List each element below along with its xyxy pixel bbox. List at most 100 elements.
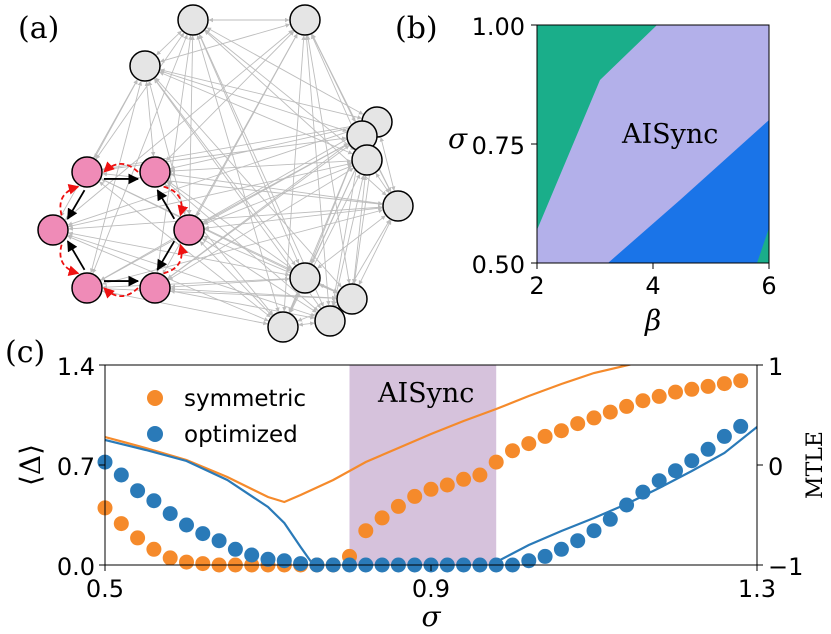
region-green: [537, 25, 657, 230]
legend-marker-optimized: [147, 426, 163, 442]
panel-a: (a): [18, 4, 414, 343]
network-edges: [60, 17, 396, 327]
network-edge: [67, 234, 316, 317]
point-symmetric: [602, 404, 618, 420]
panel-b: (b) AISync 1.00 0.75 0.50 σ 2 4 6 β: [395, 11, 777, 337]
c-xtick-label: 0.5: [86, 575, 124, 603]
motif-edge-black: [156, 189, 176, 220]
network-node-gray: [177, 4, 209, 36]
network-node-gray: [382, 190, 414, 222]
c-ylabel-right: MTLE: [803, 431, 828, 499]
point-optimized: [113, 467, 129, 483]
motif-edge-red: [163, 243, 189, 275]
mtle-line-symmetric: [105, 365, 634, 504]
panel-a-label: (a): [18, 11, 59, 46]
network-edge: [159, 71, 353, 155]
network-edge: [159, 23, 291, 63]
network-edge: [99, 181, 271, 318]
point-optimized: [244, 547, 260, 563]
point-symmetric: [668, 384, 683, 400]
region-label-aisync: AISync: [621, 119, 718, 150]
point-symmetric: [586, 410, 602, 426]
mtle-lines: [105, 365, 757, 565]
point-symmetric: [733, 373, 749, 389]
point-symmetric: [456, 471, 472, 487]
point-optimized: [570, 533, 586, 549]
motif-edge-black: [156, 240, 176, 271]
network-edge: [165, 31, 295, 161]
point-optimized: [602, 511, 618, 527]
aisync-band: [349, 365, 497, 565]
network-node-gray: [267, 311, 299, 343]
network-node-pink: [37, 214, 69, 246]
c-ylabel-left: ⟨Δ⟩: [14, 444, 47, 486]
motif-edge-red: [163, 185, 189, 217]
c-ytick-label-left: 0.0: [57, 553, 95, 581]
point-optimized: [716, 428, 732, 444]
b-ytick-label: 1.00: [472, 13, 525, 41]
region-green-corner: [757, 228, 769, 263]
network-node-gray: [336, 283, 368, 315]
network-edge: [148, 81, 186, 215]
network-node-pink: [173, 214, 205, 246]
point-symmetric: [390, 498, 406, 514]
point-optimized: [684, 453, 700, 469]
panel-b-label: (b): [395, 11, 438, 46]
legend: symmetric optimized: [147, 386, 306, 448]
point-symmetric: [570, 416, 586, 432]
c-ytick-label-right: 1: [768, 353, 783, 381]
point-optimized: [276, 553, 292, 569]
network-node-pink: [71, 272, 103, 304]
network-edge: [379, 137, 396, 191]
network-edge: [67, 235, 269, 322]
legend-label-optimized: optimized: [184, 422, 298, 448]
point-optimized: [195, 526, 211, 542]
point-optimized: [521, 553, 537, 569]
point-symmetric: [472, 467, 488, 483]
point-symmetric: [374, 510, 390, 526]
point-symmetric: [162, 550, 178, 566]
point-optimized: [293, 556, 309, 572]
network-node-pink: [71, 156, 103, 188]
point-symmetric: [130, 530, 146, 546]
motif-edges: [59, 161, 189, 299]
b-xtick-label: 4: [645, 272, 660, 300]
b-ylabel: σ: [448, 122, 468, 155]
point-optimized: [130, 483, 146, 499]
network-node-gray: [289, 4, 321, 36]
point-symmetric: [439, 477, 455, 493]
c-ytick-label-left: 1.4: [57, 353, 95, 381]
motif-edge-black: [66, 240, 86, 271]
network-node-pink: [139, 272, 171, 304]
point-optimized: [162, 506, 178, 522]
point-symmetric: [505, 443, 520, 459]
point-optimized: [211, 533, 227, 549]
point-symmetric: [700, 378, 716, 394]
point-symmetric: [537, 428, 553, 444]
mtle-line-optimized: [105, 426, 757, 565]
point-symmetric: [113, 516, 129, 532]
point-symmetric: [407, 488, 423, 504]
network-edge: [298, 321, 315, 327]
point-optimized: [537, 548, 553, 564]
network-node-gray: [289, 262, 321, 294]
point-symmetric: [488, 454, 504, 470]
network-edge: [102, 289, 268, 326]
point-optimized: [260, 551, 276, 567]
point-symmetric: [619, 398, 635, 414]
point-symmetric: [521, 436, 537, 452]
point-optimized: [651, 473, 667, 489]
point-symmetric: [358, 523, 374, 539]
point-symmetric: [716, 376, 732, 392]
network-edge: [167, 145, 350, 279]
panel-c: (c) AISync symmetric optimized 1.4 0.7 0…: [5, 335, 828, 633]
motif-edge-black: [66, 189, 86, 220]
network-node-pink: [139, 156, 171, 188]
point-optimized: [179, 517, 194, 533]
c-ytick-label-left: 0.7: [57, 453, 95, 481]
point-optimized: [227, 541, 243, 557]
point-symmetric: [146, 541, 162, 557]
point-symmetric: [684, 381, 700, 397]
b-xtick-label: 6: [761, 272, 776, 300]
